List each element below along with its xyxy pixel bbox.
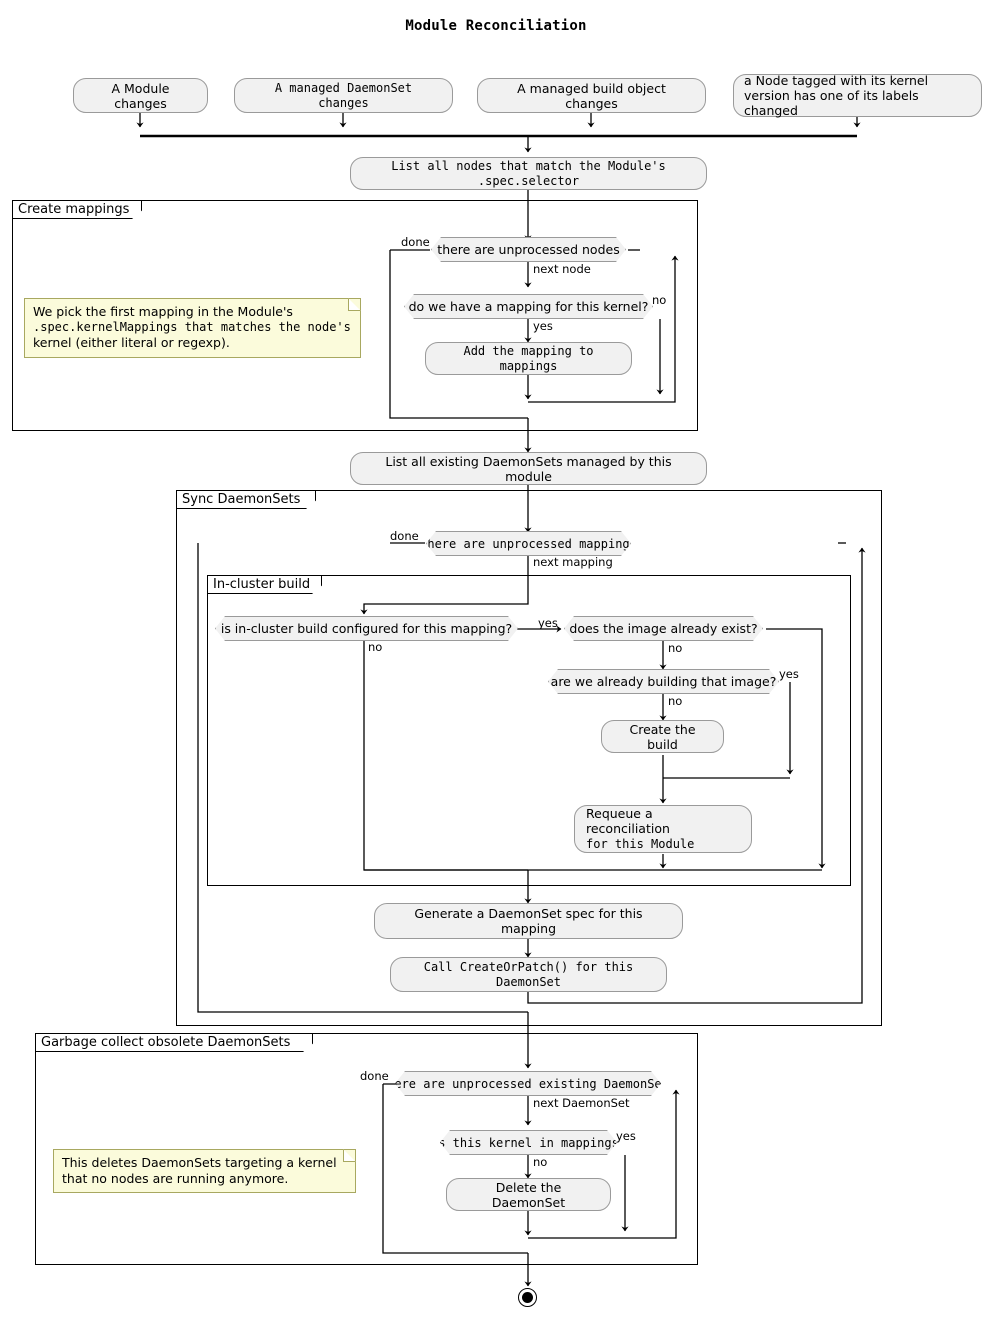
edge-text: no [533,1155,548,1169]
action-add-mapping[interactable]: Add the mapping to mappings [425,342,632,375]
edge-text: yes [779,667,799,681]
note-text: We pick the first mapping in the Module'… [33,304,293,319]
action-label-line2: for this Module [586,837,695,851]
edge-label-done-mappings: done [390,530,419,542]
edge-text: done [390,529,419,543]
decision-kernel-in-mappings[interactable]: is this kernel in mappings? [440,1130,617,1155]
edge-label-no-image-exists: no [668,642,682,654]
note-mapping-selection: We pick the first mapping in the Module'… [24,298,361,358]
edge-text: yes [538,616,558,630]
start-node-label: A managed DaemonSet changes [274,80,413,110]
edge-label-yes-already-building: yes [779,668,799,680]
partition-label-text: In-cluster build [213,577,311,592]
decision-label: there are unprocessed existing DaemonSet… [379,1076,677,1091]
partition-label-text: Create mappings [18,202,130,217]
decision-unprocessed-existing-daemonsets[interactable]: there are unprocessed existing DaemonSet… [395,1071,661,1096]
edge-text: next mapping [533,555,613,569]
decision-label: are we already building that image? [550,674,777,689]
action-delete-daemonset[interactable]: Delete the DaemonSet [446,1178,611,1211]
action-label: Delete the DaemonSet [491,1179,566,1210]
start-node-label: A Module changes [111,80,170,111]
edge-label-no-build-configured: no [368,641,382,653]
action-create-build[interactable]: Create the build [601,720,724,753]
action-generate-daemonset-spec[interactable]: Generate a DaemonSet spec for this mappi… [374,903,683,939]
note-line: We pick the first mapping in the Module'… [33,304,352,320]
decision-unprocessed-mappings[interactable]: there are unprocessed mappings [426,531,631,556]
action-label: List all nodes that match the Module's .… [391,158,666,188]
diagram-title: Module Reconciliation [405,18,587,34]
decision-have-mapping-for-kernel[interactable]: do we have a mapping for this kernel? [404,294,653,319]
note-line: kernel (either literal or regexp). [33,335,352,351]
action-label: Call CreateOrPatch() for this DaemonSet [423,959,634,989]
edge-text: yes [533,319,553,333]
note-line: .spec.kernelMappings that matches the no… [33,320,352,336]
decision-label: does the image already exist? [569,621,758,636]
decision-image-already-exists[interactable]: does the image already exist? [564,616,763,641]
start-node-build-object-changes[interactable]: A managed build object changes [477,78,706,113]
decision-label: is in-cluster build configured for this … [220,621,513,636]
decision-label: there are unprocessed mappings [420,536,637,551]
action-label: List all existing DaemonSets managed by … [385,453,672,484]
action-label: Create the build [629,721,696,752]
edge-text: next DaemonSet [533,1096,630,1110]
start-node-daemonset-changes[interactable]: A managed DaemonSet changes [234,78,453,113]
edge-label-next-mapping: next mapping [533,556,613,568]
decision-already-building-image[interactable]: are we already building that image? [548,669,779,694]
start-node-node-label-changed[interactable]: a Node tagged with its kernel version ha… [733,73,982,118]
edge-text: no [368,640,383,654]
partition-in-cluster-build [207,575,851,886]
edge-label-no-already-building: no [668,695,682,707]
final-node [518,1288,537,1307]
edge-text: yes [616,1129,636,1143]
partition-in-cluster-build-label: In-cluster build [207,575,322,594]
edge-label-no-kernel-in-mappings: no [533,1156,547,1168]
partition-garbage-collect [35,1033,698,1265]
edge-text: no [668,641,683,655]
partition-sync-daemonsets-label: Sync DaemonSets [176,490,316,509]
edge-text: done [401,235,430,249]
start-node-module-changes[interactable]: A Module changes [73,78,208,113]
edge-text: no [652,293,667,307]
decision-label: do we have a mapping for this kernel? [408,299,649,314]
edge-label-next-node: next node [533,263,591,275]
note-text: This deletes DaemonSets targeting a kern… [62,1155,337,1170]
action-label-line1: Requeue a reconciliation [586,806,670,836]
note-line: This deletes DaemonSets targeting a kern… [62,1155,347,1171]
edge-label-done-daemonsets: done [360,1070,389,1082]
decision-unprocessed-nodes[interactable]: there are unprocessed nodes [431,237,626,262]
edge-label-done-nodes: done [401,236,430,248]
action-label: Add the mapping to mappings [463,343,594,373]
edge-label-next-daemonset: next DaemonSet [533,1097,630,1109]
edge-text: done [360,1069,389,1083]
edge-label-yes-build-configured: yes [538,617,558,629]
partition-label-text: Sync DaemonSets [182,492,301,507]
edge-label-yes-kernel-in-mappings: yes [616,1130,636,1142]
edge-label-no-mapping: no [652,294,666,306]
partition-sync-daemonsets [176,490,882,1026]
note-text: that no nodes are running anymore. [62,1170,289,1186]
edge-text: no [668,694,683,708]
partition-create-mappings-label: Create mappings [12,200,142,219]
partition-label-text: Garbage collect obsolete DaemonSets [41,1035,291,1050]
action-label: Requeue a reconciliation for this Module [586,806,740,852]
note-line: that no nodes are running anymore. [62,1171,347,1187]
partition-create-mappings [12,200,698,431]
note-text: kernel (either literal or regexp). [33,335,230,350]
start-node-label: a Node tagged with its kernel version ha… [744,73,929,118]
edge-text: next node [533,262,591,276]
action-label: Generate a DaemonSet spec for this mappi… [414,906,643,936]
action-list-nodes[interactable]: List all nodes that match the Module's .… [350,157,707,190]
action-list-daemonsets[interactable]: List all existing DaemonSets managed by … [350,452,707,485]
partition-garbage-collect-label: Garbage collect obsolete DaemonSets [35,1033,313,1052]
action-requeue-reconciliation[interactable]: Requeue a reconciliation for this Module [574,805,752,853]
edge-label-yes-mapping: yes [533,320,553,332]
decision-label: is this kernel in mappings? [430,1135,627,1150]
decision-in-cluster-build-configured[interactable]: is in-cluster build configured for this … [215,616,518,641]
note-garbage-collect: This deletes DaemonSets targeting a kern… [53,1149,356,1193]
action-call-createorpatch[interactable]: Call CreateOrPatch() for this DaemonSet [390,957,667,992]
start-node-label: A managed build object changes [517,80,666,111]
decision-label: there are unprocessed nodes [437,242,620,257]
note-text: .spec.kernelMappings that matches the no… [33,319,351,334]
